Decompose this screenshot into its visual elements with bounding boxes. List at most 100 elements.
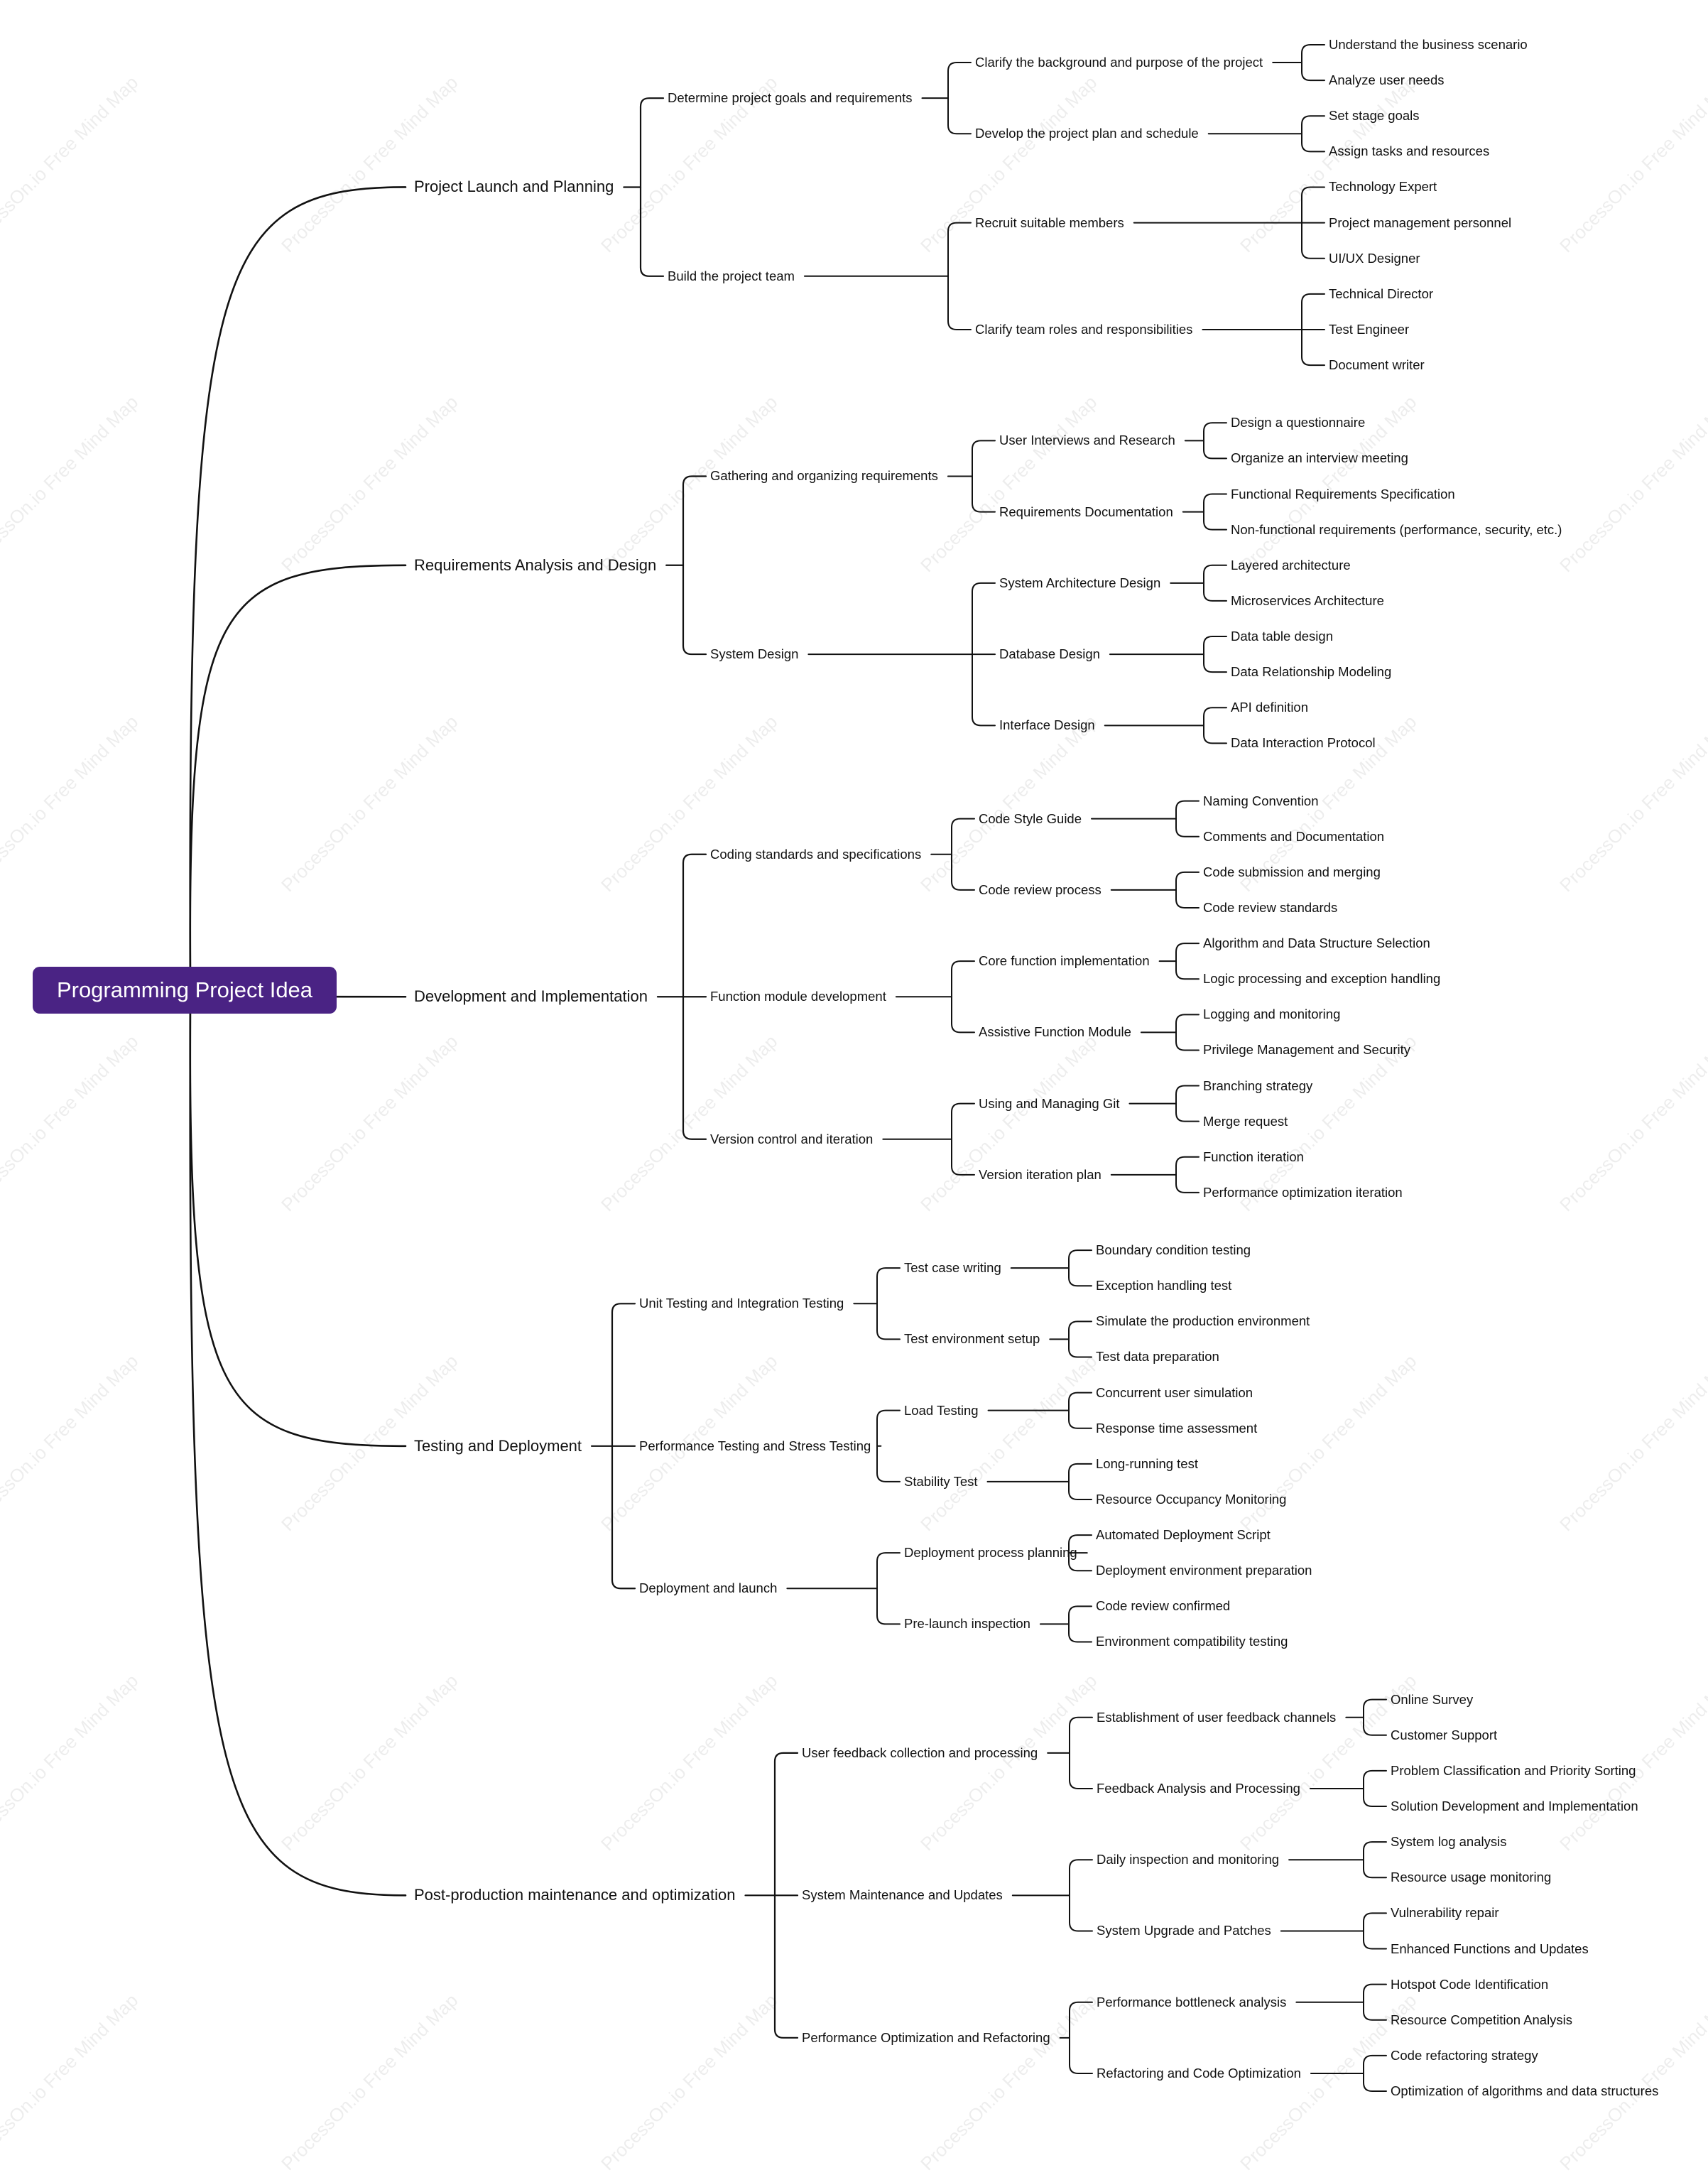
- leaf-response-time-assessment[interactable]: Response time assessment: [1096, 1420, 1258, 1436]
- topic-user-feedback-collection-and-processing[interactable]: User feedback collection and processing: [802, 1745, 1038, 1760]
- leaf-long-running-test[interactable]: Long-running test: [1096, 1455, 1198, 1471]
- leaf-ui-ux-designer[interactable]: UI/UX Designer: [1329, 250, 1420, 266]
- subtopic-refactoring-and-code-optimization[interactable]: Refactoring and Code Optimization: [1097, 2065, 1301, 2081]
- leaf-exception-handling-test[interactable]: Exception handling test: [1096, 1277, 1232, 1293]
- leaf-automated-deployment-script[interactable]: Automated Deployment Script: [1096, 1526, 1271, 1542]
- subtopic-recruit-suitable-members[interactable]: Recruit suitable members: [975, 215, 1124, 230]
- leaf-problem-classification-and-priority-sort[interactable]: Problem Classification and Priority Sort…: [1391, 1762, 1636, 1778]
- subtopic-develop-the-project-plan-and-schedule[interactable]: Develop the project plan and schedule: [975, 126, 1199, 141]
- leaf-technical-director[interactable]: Technical Director: [1329, 286, 1434, 301]
- leaf-merge-request[interactable]: Merge request: [1203, 1113, 1288, 1129]
- branch-development-and-implementation[interactable]: Development and Implementation: [414, 987, 648, 1006]
- subtopic-feedback-analysis-and-processing[interactable]: Feedback Analysis and Processing: [1097, 1780, 1300, 1796]
- topic-function-module-development[interactable]: Function module development: [710, 989, 886, 1004]
- leaf-api-definition[interactable]: API definition: [1231, 700, 1309, 715]
- subtopic-load-testing[interactable]: Load Testing: [904, 1402, 979, 1418]
- leaf-privilege-management-and-security[interactable]: Privilege Management and Security: [1203, 1042, 1411, 1058]
- branch-project-launch-and-planning[interactable]: Project Launch and Planning: [414, 178, 614, 196]
- leaf-code-review-standards[interactable]: Code review standards: [1203, 899, 1338, 915]
- leaf-design-a-questionnaire[interactable]: Design a questionnaire: [1231, 415, 1366, 430]
- leaf-naming-convention[interactable]: Naming Convention: [1203, 793, 1319, 808]
- topic-version-control-and-iteration[interactable]: Version control and iteration: [710, 1131, 874, 1146]
- topic-deployment-and-launch[interactable]: Deployment and launch: [639, 1580, 778, 1596]
- leaf-environment-compatibility-testing[interactable]: Environment compatibility testing: [1096, 1634, 1288, 1649]
- leaf-layered-architecture[interactable]: Layered architecture: [1231, 557, 1351, 573]
- leaf-logic-processing-and-exception-handling[interactable]: Logic processing and exception handling: [1203, 970, 1441, 986]
- subtopic-daily-inspection-and-monitoring[interactable]: Daily inspection and monitoring: [1097, 1851, 1280, 1867]
- leaf-vulnerability-repair[interactable]: Vulnerability repair: [1391, 1905, 1499, 1921]
- leaf-algorithm-and-data-structure-selection[interactable]: Algorithm and Data Structure Selection: [1203, 935, 1430, 950]
- leaf-data-table-design[interactable]: Data table design: [1231, 628, 1333, 644]
- leaf-simulate-the-production-environment[interactable]: Simulate the production environment: [1096, 1313, 1310, 1329]
- subtopic-establishment-of-user-feedback-channels[interactable]: Establishment of user feedback channels: [1097, 1709, 1337, 1725]
- branch-requirements-analysis-and-design[interactable]: Requirements Analysis and Design: [414, 555, 657, 574]
- leaf-project-management-personnel[interactable]: Project management personnel: [1329, 215, 1512, 230]
- leaf-microservices-architecture[interactable]: Microservices Architecture: [1231, 592, 1384, 608]
- leaf-boundary-condition-testing[interactable]: Boundary condition testing: [1096, 1242, 1251, 1257]
- leaf-code-review-confirmed[interactable]: Code review confirmed: [1096, 1598, 1231, 1614]
- leaf-system-log-analysis[interactable]: System log analysis: [1391, 1833, 1507, 1849]
- leaf-resource-competition-analysis[interactable]: Resource Competition Analysis: [1391, 2012, 1573, 2027]
- leaf-code-refactoring-strategy[interactable]: Code refactoring strategy: [1391, 2047, 1538, 2063]
- topic-build-the-project-team[interactable]: Build the project team: [668, 268, 795, 283]
- subtopic-requirements-documentation[interactable]: Requirements Documentation: [999, 504, 1173, 519]
- leaf-document-writer[interactable]: Document writer: [1329, 357, 1425, 372]
- leaf-hotspot-code-identification[interactable]: Hotspot Code Identification: [1391, 1976, 1549, 1992]
- leaf-enhanced-functions-and-updates[interactable]: Enhanced Functions and Updates: [1391, 1941, 1589, 1956]
- leaf-function-iteration[interactable]: Function iteration: [1203, 1149, 1304, 1164]
- leaf-technology-expert[interactable]: Technology Expert: [1329, 179, 1437, 195]
- leaf-organize-an-interview-meeting[interactable]: Organize an interview meeting: [1231, 450, 1408, 466]
- leaf-deployment-environment-preparation[interactable]: Deployment environment preparation: [1096, 1562, 1312, 1578]
- subtopic-code-style-guide[interactable]: Code Style Guide: [979, 810, 1082, 826]
- subtopic-clarify-team-roles-and-responsibilities[interactable]: Clarify team roles and responsibilities: [975, 321, 1193, 337]
- subtopic-code-review-process[interactable]: Code review process: [979, 882, 1102, 897]
- leaf-data-interaction-protocol[interactable]: Data Interaction Protocol: [1231, 735, 1376, 751]
- subtopic-version-iteration-plan[interactable]: Version iteration plan: [979, 1166, 1102, 1182]
- leaf-understand-the-business-scenario[interactable]: Understand the business scenario: [1329, 36, 1528, 52]
- leaf-test-data-preparation[interactable]: Test data preparation: [1096, 1349, 1219, 1365]
- leaf-analyze-user-needs[interactable]: Analyze user needs: [1329, 72, 1445, 87]
- subtopic-database-design[interactable]: Database Design: [999, 646, 1100, 661]
- leaf-assign-tasks-and-resources[interactable]: Assign tasks and resources: [1329, 143, 1490, 159]
- leaf-non-functional-requirements-performance-[interactable]: Non-functional requirements (performance…: [1231, 521, 1562, 537]
- topic-unit-testing-and-integration-testing[interactable]: Unit Testing and Integration Testing: [639, 1296, 844, 1311]
- leaf-branching-strategy[interactable]: Branching strategy: [1203, 1078, 1313, 1093]
- leaf-solution-development-and-implementation[interactable]: Solution Development and Implementation: [1391, 1798, 1638, 1813]
- leaf-optimization-of-algorithms-and-data-stru[interactable]: Optimization of algorithms and data stru…: [1391, 2083, 1659, 2098]
- subtopic-test-case-writing[interactable]: Test case writing: [904, 1259, 1001, 1275]
- leaf-functional-requirements-specification[interactable]: Functional Requirements Specification: [1231, 486, 1455, 501]
- leaf-set-stage-goals[interactable]: Set stage goals: [1329, 107, 1420, 123]
- subtopic-user-interviews-and-research[interactable]: User Interviews and Research: [999, 433, 1175, 448]
- leaf-online-survey[interactable]: Online Survey: [1391, 1691, 1474, 1707]
- leaf-performance-optimization-iteration[interactable]: Performance optimization iteration: [1203, 1184, 1403, 1200]
- leaf-data-relationship-modeling[interactable]: Data Relationship Modeling: [1231, 663, 1392, 679]
- topic-performance-optimization-and-refactoring[interactable]: Performance Optimization and Refactoring: [802, 2029, 1050, 2045]
- leaf-test-engineer[interactable]: Test Engineer: [1329, 321, 1410, 337]
- branch-post-production-maintenance-and-optimiza[interactable]: Post-production maintenance and optimiza…: [414, 1886, 736, 1904]
- root-node[interactable]: Programming Project Idea: [33, 967, 337, 1014]
- subtopic-stability-test[interactable]: Stability Test: [904, 1473, 978, 1489]
- topic-determine-project-goals-and-requirements[interactable]: Determine project goals and requirements: [668, 90, 913, 105]
- topic-gathering-and-organizing-requirements[interactable]: Gathering and organizing requirements: [710, 468, 938, 484]
- subtopic-using-and-managing-git[interactable]: Using and Managing Git: [979, 1095, 1120, 1111]
- leaf-resource-occupancy-monitoring[interactable]: Resource Occupancy Monitoring: [1096, 1491, 1287, 1507]
- topic-performance-testing-and-stress-testing[interactable]: Performance Testing and Stress Testing: [639, 1438, 871, 1453]
- leaf-comments-and-documentation[interactable]: Comments and Documentation: [1203, 828, 1385, 844]
- subtopic-system-architecture-design[interactable]: System Architecture Design: [999, 575, 1161, 590]
- branch-testing-and-deployment[interactable]: Testing and Deployment: [414, 1436, 582, 1455]
- leaf-customer-support[interactable]: Customer Support: [1391, 1727, 1498, 1742]
- subtopic-assistive-function-module[interactable]: Assistive Function Module: [979, 1024, 1131, 1040]
- subtopic-system-upgrade-and-patches[interactable]: System Upgrade and Patches: [1097, 1923, 1271, 1938]
- topic-system-maintenance-and-updates[interactable]: System Maintenance and Updates: [802, 1887, 1003, 1903]
- subtopic-core-function-implementation[interactable]: Core function implementation: [979, 953, 1150, 968]
- subtopic-deployment-process-planning[interactable]: Deployment process planning: [904, 1544, 1077, 1560]
- subtopic-pre-launch-inspection[interactable]: Pre-launch inspection: [904, 1616, 1030, 1632]
- topic-system-design[interactable]: System Design: [710, 646, 799, 661]
- subtopic-interface-design[interactable]: Interface Design: [999, 717, 1095, 733]
- leaf-code-submission-and-merging[interactable]: Code submission and merging: [1203, 864, 1381, 879]
- topic-coding-standards-and-specifications[interactable]: Coding standards and specifications: [710, 846, 922, 862]
- subtopic-performance-bottleneck-analysis[interactable]: Performance bottleneck analysis: [1097, 1994, 1287, 2009]
- leaf-resource-usage-monitoring[interactable]: Resource usage monitoring: [1391, 1870, 1552, 1885]
- leaf-concurrent-user-simulation[interactable]: Concurrent user simulation: [1096, 1384, 1253, 1400]
- subtopic-test-environment-setup[interactable]: Test environment setup: [904, 1331, 1040, 1347]
